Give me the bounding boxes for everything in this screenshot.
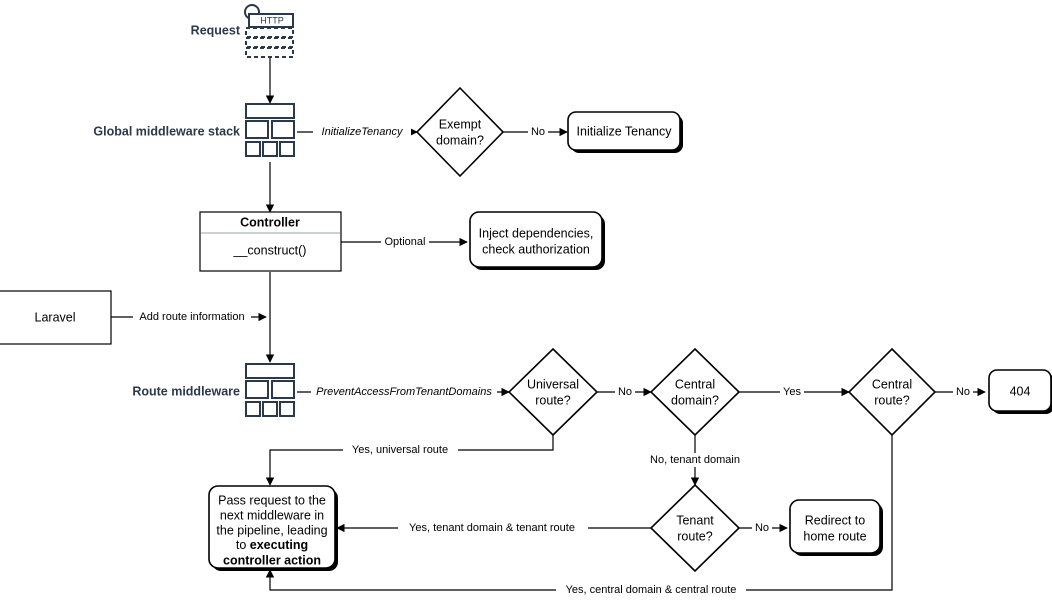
- decision-universal-route-line-2: route?: [535, 393, 570, 407]
- middleware-stack-icon-global: [245, 103, 295, 157]
- node-404: 404: [988, 369, 1052, 414]
- edge-label-tenant-route-no: No: [752, 521, 772, 535]
- svg-text:Yes, central domain & central: Yes, central domain & central route: [566, 584, 737, 596]
- side-label-request: Request: [191, 23, 241, 37]
- node-initialize-tenancy-label: Initialize Tenancy: [577, 124, 673, 138]
- node-inject-dependencies-line-2: check authorization: [482, 242, 590, 256]
- svg-text:Optional: Optional: [385, 236, 426, 248]
- decision-universal-route: Universal route?: [507, 347, 599, 437]
- edge-label-prevent-access: PreventAccessFromTenantDomains: [311, 385, 497, 399]
- edge-label-universal-no: No: [615, 385, 635, 399]
- node-pass-request-line-3: the pipeline, leading: [216, 523, 327, 537]
- node-redirect-home-line-1: Redirect to: [805, 513, 865, 527]
- decision-central-route-line-2: route?: [874, 393, 909, 407]
- decision-universal-route-line-1: Universal: [527, 377, 579, 391]
- decision-central-domain-line-2: domain?: [671, 393, 719, 407]
- svg-text:No: No: [531, 126, 545, 138]
- node-pass-request-tail-normal: to: [236, 538, 250, 552]
- svg-text:No: No: [956, 386, 970, 398]
- svg-text:No: No: [755, 522, 769, 534]
- decision-tenant-route-line-2: route?: [677, 529, 712, 543]
- decision-tenant-route: Tenant route?: [649, 483, 741, 573]
- edge-label-yes-central-domain-central-route: Yes, central domain & central route: [556, 583, 746, 597]
- node-pass-request-line-2: next middleware in: [220, 508, 324, 522]
- decision-exempt-domain-line-1: Exempt: [439, 117, 482, 131]
- side-label-route-middleware: Route middleware: [132, 384, 240, 398]
- node-laravel: Laravel: [0, 290, 112, 345]
- middleware-stack-icon-route: [245, 363, 295, 417]
- svg-text:InitializeTenancy: InitializeTenancy: [322, 126, 404, 138]
- decision-central-domain: Central domain?: [649, 347, 741, 437]
- edge-label-yes-universal-route: Yes, universal route: [343, 443, 458, 457]
- edge-label-initialize-tenancy: InitializeTenancy: [313, 125, 411, 139]
- node-controller-title: Controller: [240, 215, 300, 229]
- node-inject-dependencies-line-1: Inject dependencies,: [479, 226, 594, 240]
- edge-label-no-tenant-domain: No, tenant domain: [645, 453, 745, 467]
- node-pass-request: Pass request to the next middleware in t…: [208, 485, 338, 571]
- decision-central-domain-line-1: Central: [675, 377, 715, 391]
- node-initialize-tenancy: Initialize Tenancy: [567, 111, 683, 153]
- node-controller: Controller __construct(): [199, 211, 342, 272]
- decision-exempt-domain: Exempt domain?: [415, 86, 505, 178]
- node-pass-request-line-1: Pass request to the: [218, 493, 326, 507]
- node-inject-dependencies: Inject dependencies, check authorization: [469, 211, 605, 270]
- decision-central-route: Central route?: [847, 347, 937, 437]
- node-controller-method: __construct(): [233, 243, 307, 257]
- svg-text:Add route information: Add route information: [139, 311, 244, 323]
- svg-text:Yes: Yes: [783, 386, 801, 398]
- edge-label-central-route-no: No: [953, 385, 973, 399]
- node-pass-request-tail-bold-2: controller action: [223, 553, 321, 567]
- node-pass-request-line-4: to executing: [236, 538, 308, 552]
- edge-label-add-route-information: Add route information: [133, 310, 251, 324]
- svg-text:No, tenant domain: No, tenant domain: [650, 454, 740, 466]
- edge-label-yes-tenant-domain-tenant-route: Yes, tenant domain & tenant route: [398, 521, 588, 535]
- http-request-icon: HTTP: [244, 4, 294, 58]
- side-label-global-middleware-stack: Global middleware stack: [93, 124, 240, 138]
- edge-label-central-domain-yes: Yes: [780, 385, 804, 399]
- node-pass-request-tail-bold-1: executing: [250, 538, 308, 552]
- decision-exempt-domain-line-2: domain?: [436, 133, 484, 147]
- svg-text:No: No: [618, 386, 632, 398]
- edge-label-optional: Optional: [381, 235, 429, 249]
- svg-text:Yes, universal route: Yes, universal route: [352, 444, 448, 456]
- http-icon-label: HTTP: [260, 15, 284, 25]
- node-laravel-label: Laravel: [35, 310, 76, 324]
- decision-tenant-route-line-1: Tenant: [676, 513, 714, 527]
- edge-label-exempt-no: No: [528, 125, 548, 139]
- svg-text:PreventAccessFromTenantDomains: PreventAccessFromTenantDomains: [316, 386, 492, 398]
- node-404-label: 404: [1010, 384, 1031, 398]
- edge-universal-route-yes-to-pass-request: [265, 435, 554, 486]
- svg-text:Yes, tenant domain & tenant ro: Yes, tenant domain & tenant route: [409, 522, 575, 534]
- node-redirect-home-line-2: home route: [803, 529, 866, 543]
- decision-central-route-line-1: Central: [872, 377, 912, 391]
- node-redirect-home: Redirect to home route: [789, 499, 883, 556]
